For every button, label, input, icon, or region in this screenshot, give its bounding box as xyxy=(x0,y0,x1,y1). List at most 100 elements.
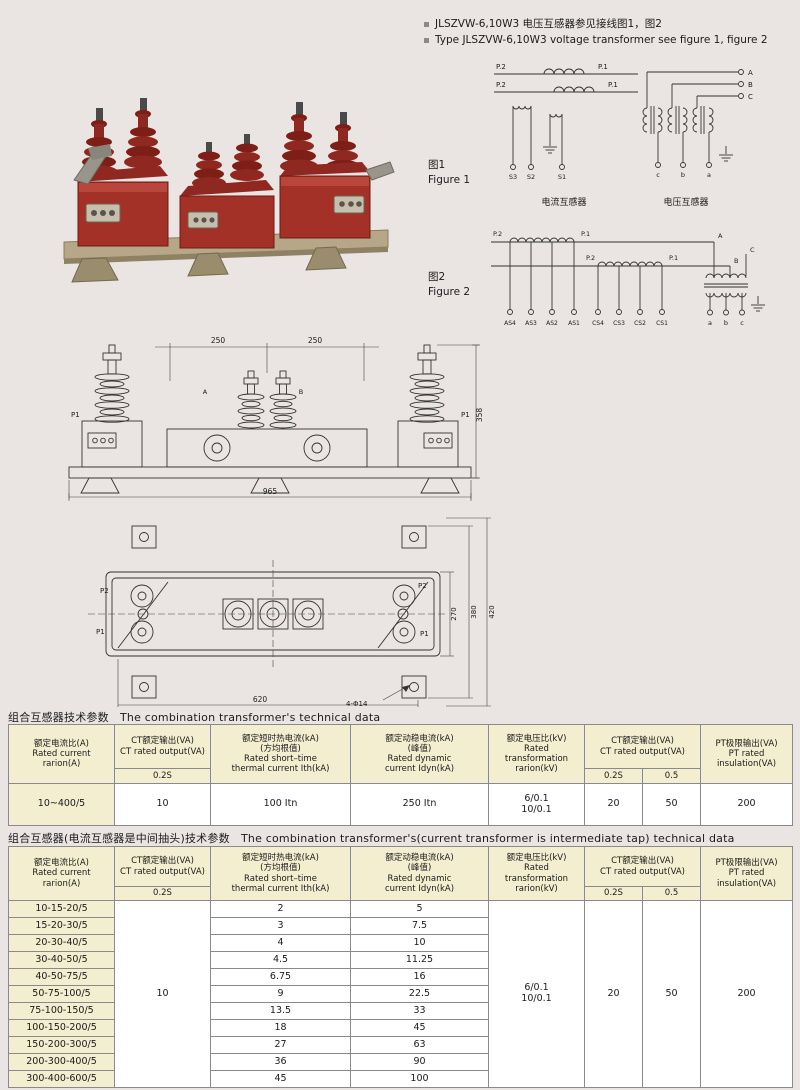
fig2-cs2-label: CS2 xyxy=(634,320,646,327)
fig2-c-label: c xyxy=(740,319,744,327)
product-photo xyxy=(63,98,395,283)
figure2-label: 图2 Figure 2 xyxy=(428,270,470,299)
table-cell: 100 xyxy=(350,1070,489,1088)
col-subheader-05: 0.5 xyxy=(641,768,702,784)
table-cell: 7.5 xyxy=(350,917,489,935)
middle-ct-unit xyxy=(179,134,275,249)
table-cell: 45 xyxy=(350,1019,489,1037)
plan-p2-left-label: P2 xyxy=(100,587,109,595)
table-cell: 15-20-30/5 xyxy=(8,917,115,935)
fig1-p2-label: P.2 xyxy=(496,63,506,71)
table-cell: 18 xyxy=(210,1019,351,1037)
front-p1-left-label: P1 xyxy=(71,411,80,419)
table-cell: 200-300-400/5 xyxy=(8,1053,115,1071)
note-line-en: Type JLSZVW-6,10W3 voltage transformer s… xyxy=(424,32,768,48)
figure1-label-zh: 图1 xyxy=(428,159,446,171)
table-row: 10-15-20/5 10 2 5 6/0.1 10/0.1 20 50 200 xyxy=(8,900,794,1088)
col-header-ct-out2: CT额定输出(VA) CT rated output(VA) xyxy=(583,724,702,769)
col-header-pt: PT极限输出(VA) PT rated insulation(VA) xyxy=(700,724,794,784)
fig1-p2-label: P.2 xyxy=(496,81,506,89)
table-cell: 33 xyxy=(350,1002,489,1020)
table-cell: 250 Itn xyxy=(350,783,489,826)
col-subheader-02s: 0.2S xyxy=(114,886,211,901)
table-cell: 50-75-100/5 xyxy=(8,985,115,1003)
col-header-ratio: 额定电流比(A) Rated current rarion(A) xyxy=(8,724,115,784)
section2-title: 组合互感器(电流互感器是中间抽头)技术参数 The combination tr… xyxy=(8,832,735,845)
table-cell: 6/0.1 10/0.1 xyxy=(488,783,585,826)
fig1-caption-ct: 电流互感器 xyxy=(541,196,586,208)
table-cell: 90 xyxy=(350,1053,489,1071)
col-header-pt: PT极限输出(VA) PT rated insulation(VA) xyxy=(700,846,794,901)
col-header-ct-out: CT额定输出(VA) CT rated output(VA) xyxy=(114,846,211,887)
note-text-en: Type JLSZVW-6,10W3 voltage transformer s… xyxy=(435,34,768,47)
front-phase-b-label: B xyxy=(299,388,303,396)
note-text-zh: JLSZVW-6,10W3 电压互感器参见接线图1，图2 xyxy=(435,18,662,30)
figure2-label-zh: 图2 xyxy=(428,271,446,283)
table-cell: 16 xyxy=(350,968,489,986)
table-header-row: 额定电流比(A) Rated current rarion(A) CT额定输出(… xyxy=(8,724,794,784)
col-header-ith: 额定短时热电流(kA) (方均根值) Rated short–time ther… xyxy=(210,846,351,901)
plan-dim-380: 380 xyxy=(470,605,478,618)
table-cell: 20 xyxy=(584,783,643,826)
fig2-phase-b-label: B xyxy=(734,257,738,265)
col-subheader-02s: 0.2S xyxy=(584,768,643,784)
fig1-p1-label: P.1 xyxy=(608,81,618,89)
table-cell: 20 xyxy=(584,900,643,1088)
table-cell: 3 xyxy=(210,917,351,935)
fig2-as4-label: AS4 xyxy=(504,320,516,327)
fig1-phase-a-label: A xyxy=(748,69,753,77)
fig2-phase-c-label: C xyxy=(750,246,755,254)
table-cell: 10 xyxy=(350,934,489,952)
col-subheader-02s: 0.2S xyxy=(584,886,643,901)
table-cell: 63 xyxy=(350,1036,489,1054)
table-cell: 100-150-200/5 xyxy=(8,1019,115,1037)
figure1-label-en: Figure 1 xyxy=(428,173,471,186)
col-header-ct-out2: CT额定输出(VA) CT rated output(VA) xyxy=(583,846,702,887)
front-phase-a-label: A xyxy=(203,388,208,396)
table-cell: 150-200-300/5 xyxy=(8,1036,115,1054)
table-cell: 5 xyxy=(350,900,489,918)
table-cell: 13.5 xyxy=(210,1002,351,1020)
fig2-p1-label: P.1 xyxy=(581,230,590,238)
table-cell: 50 xyxy=(641,900,702,1088)
fig2-p2-label: P.2 xyxy=(586,254,595,262)
fig1-phase-b-label: B xyxy=(748,81,753,89)
table-cell: 100 Itn xyxy=(210,783,351,826)
combination-transformer-table: 额定电流比(A) Rated current rarion(A) CT额定输出(… xyxy=(8,724,794,826)
fig2-cs1-label: CS1 xyxy=(656,320,668,327)
table-cell: 10 xyxy=(114,783,211,826)
col-header-ratio: 额定电流比(A) Rated current rarion(A) xyxy=(8,846,115,901)
note-line-zh: JLSZVW-6,10W3 电压互感器参见接线图1，图2 xyxy=(424,16,768,32)
plan-p1-left-label: P1 xyxy=(96,628,105,636)
col-header-idyn: 额定动稳电流(kA) (峰值) Rated dynamic current Id… xyxy=(350,846,489,901)
table-cell: 75-100-150/5 xyxy=(8,1002,115,1020)
plan-dim-270: 270 xyxy=(450,607,458,620)
fig2-as3-label: AS3 xyxy=(525,320,537,327)
table-header-row: 额定电流比(A) Rated current rarion(A) CT额定输出(… xyxy=(8,846,794,901)
front-dim-250-left: 250 xyxy=(211,336,226,345)
plan-holes-note: 4-Φ14 xyxy=(346,700,368,708)
front-dim-250-right: 250 xyxy=(308,336,323,345)
left-pt-unit xyxy=(77,98,169,247)
fig1-phase-c-label: C xyxy=(748,93,753,101)
front-p1-right-label: P1 xyxy=(461,411,470,419)
fig2-phase-a-label: A xyxy=(718,232,723,240)
plan-view-drawing: 270 380 420 620 4-Φ14 P2 P1 P2 P1 xyxy=(88,517,496,708)
col-subheader-02s: 0.2S xyxy=(114,768,211,784)
col-header-vratio: 额定电压比(kV) Rated transformation rarion(kV… xyxy=(488,724,585,784)
figure2-label-en: Figure 2 xyxy=(428,285,471,298)
fig2-b-label: b xyxy=(724,319,728,327)
intermediate-tap-table: 额定电流比(A) Rated current rarion(A) CT额定输出(… xyxy=(8,846,794,1088)
figure1-label: 图1 Figure 1 xyxy=(428,158,470,187)
fig2-a-label: a xyxy=(708,319,712,327)
col-header-ct-out: CT额定输出(VA) CT rated output(VA) xyxy=(114,724,211,769)
col-header-vratio: 额定电压比(kV) Rated transformation rarion(kV… xyxy=(488,846,585,901)
col-subheader-05: 0.5 xyxy=(641,886,702,901)
fig1-c-label: c xyxy=(656,171,660,179)
table-cell: 6/0.1 10/0.1 xyxy=(488,900,585,1088)
figure1-schematic: P.2 P.1 P.2 P.1 S3 S2 S1 A B C c b a 电流互… xyxy=(494,63,753,208)
